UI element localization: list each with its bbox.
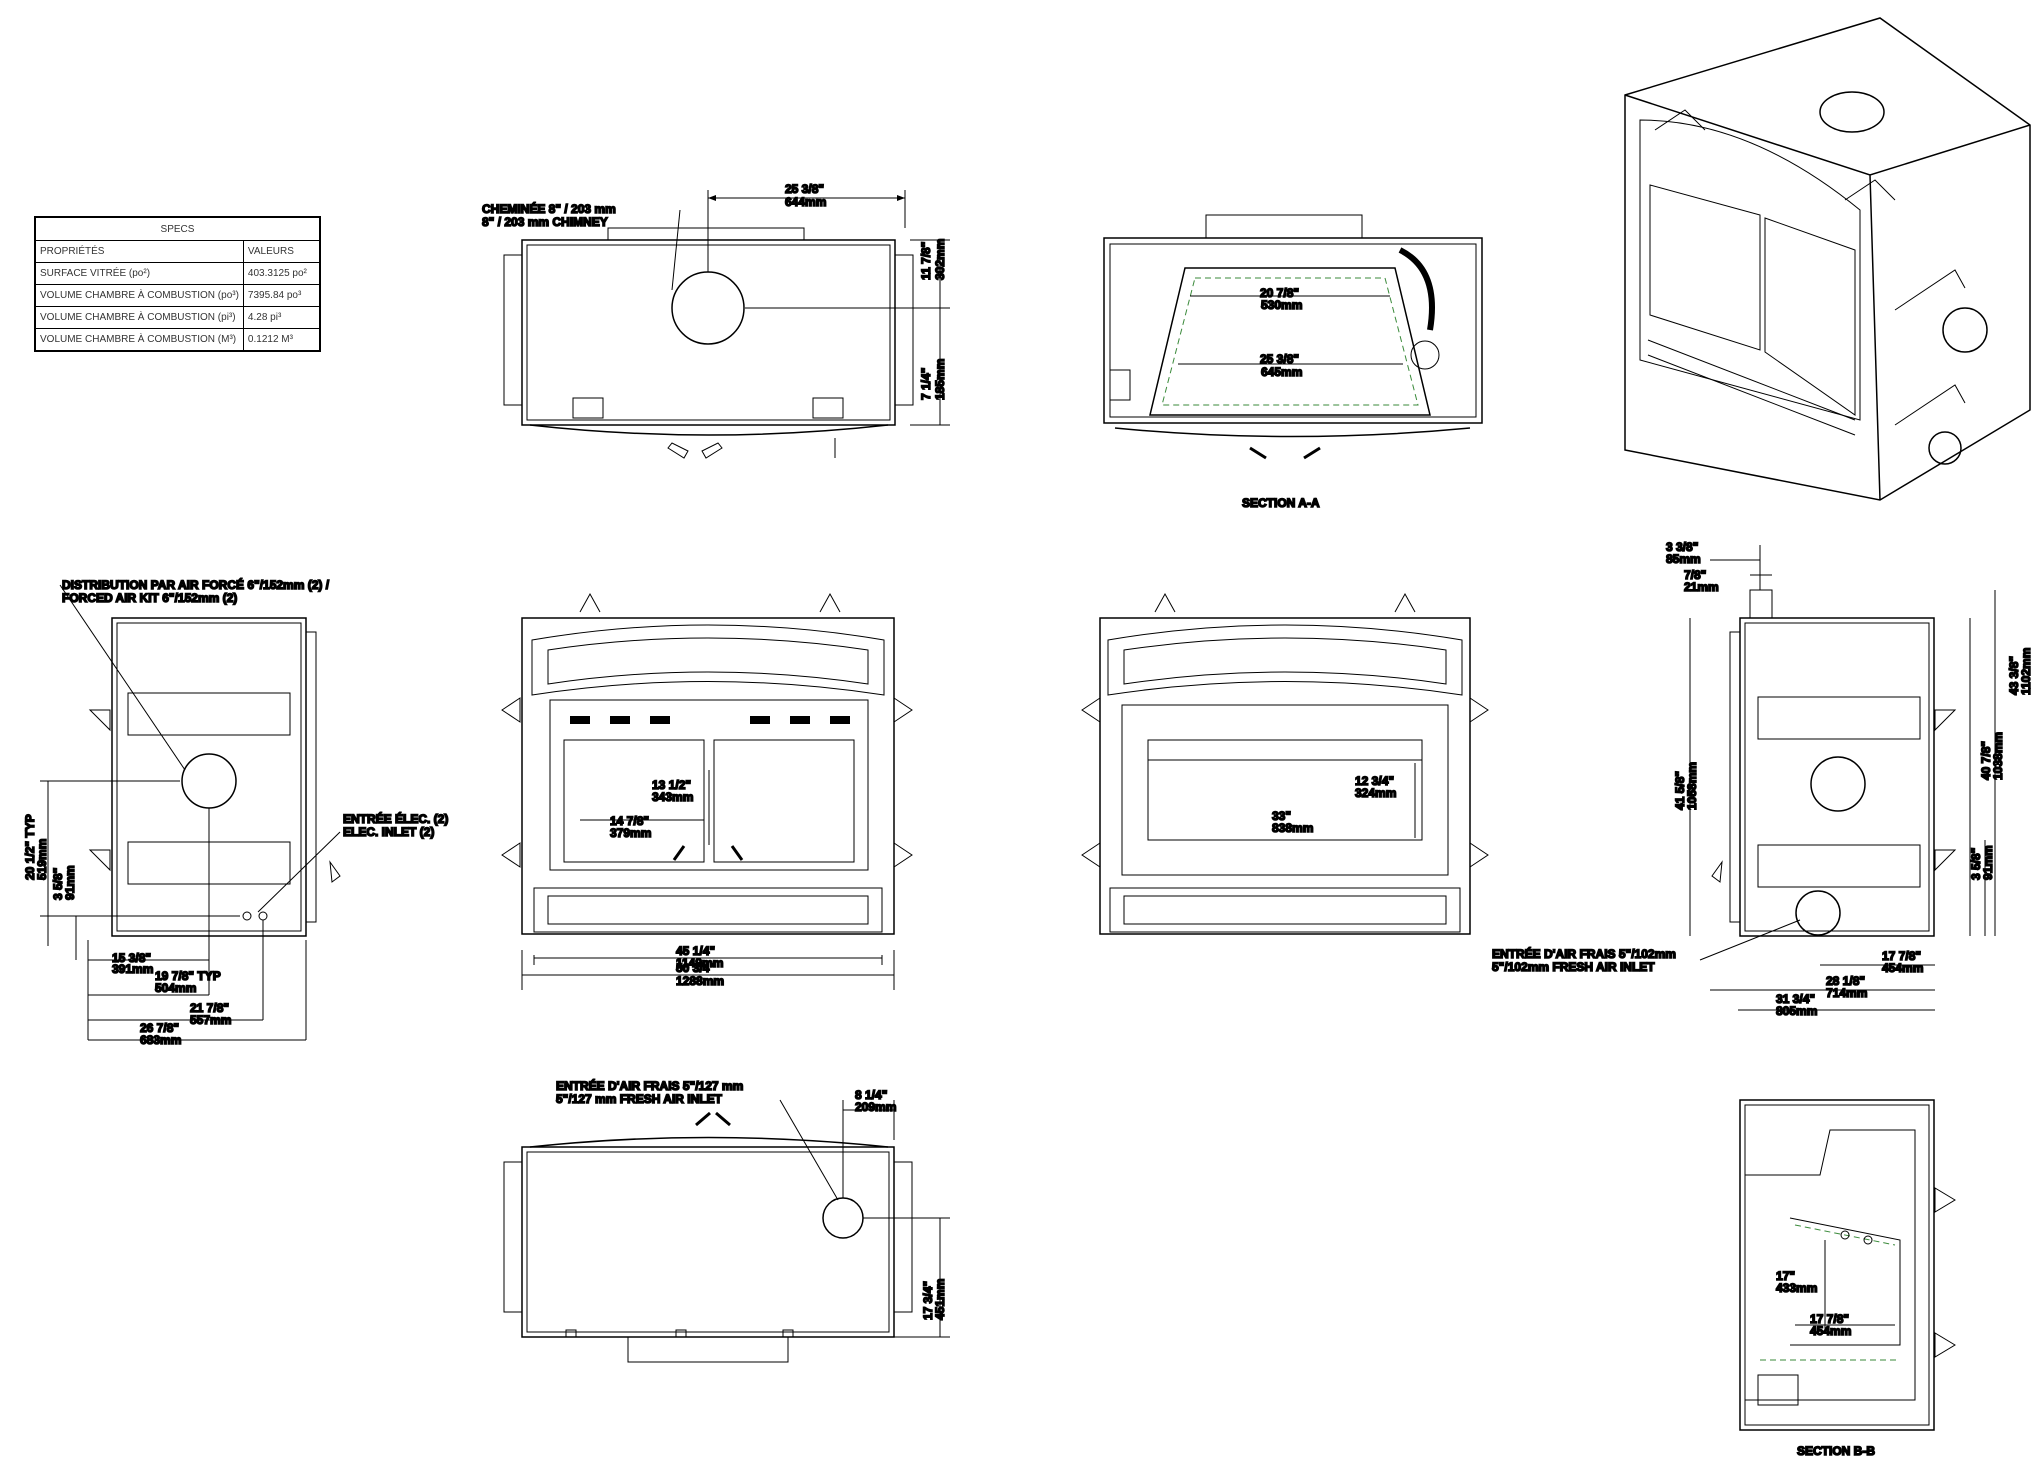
top-chimney-label-fr: CHEMINÉE 8" / 203 mm xyxy=(482,201,616,216)
spec-value: 4.28 pi³ xyxy=(242,306,321,329)
right-dim-h2-mm: 1038mm xyxy=(1991,732,2005,780)
right-dim-w2-in: 28 1/8" xyxy=(1826,974,1865,988)
top-dim-right1-mm: 302mm xyxy=(933,239,947,280)
front-view xyxy=(501,592,913,990)
top-chimney-label-en: 8" / 203 mm CHIMNEY xyxy=(482,215,608,229)
right-fresh-air-fr: ENTRÉE D'AIR FRAIS 5"/102mm xyxy=(1492,946,1676,961)
section-a-dim-mid-in: 25 3/8" xyxy=(1260,352,1299,366)
front-dim-w2-in: 50 3/4" xyxy=(676,961,715,975)
top-dim-right2-in: 7 1/4" xyxy=(919,368,933,400)
right-dim-h4-in: 3 5/8" xyxy=(1969,848,1983,880)
table-row: VOLUME CHAMBRE À COMBUSTION (pi³) 4.28 p… xyxy=(34,306,321,329)
section-a-view xyxy=(1103,214,1483,460)
left-elec-fr: ENTRÉE ÉLEC. (2) xyxy=(343,811,448,826)
right-dim-w3-in: 31 3/4" xyxy=(1776,992,1815,1006)
right-dim-w2-mm: 714mm xyxy=(1826,986,1867,1000)
bottom-dim-right-mm: 451mm xyxy=(933,1279,947,1320)
left-dim-w4-mm: 683mm xyxy=(140,1033,181,1047)
isometric-view xyxy=(1624,17,2031,501)
section-a-dim-top-in: 20 7/8" xyxy=(1260,286,1299,300)
section-b-dim-h-mm: 433mm xyxy=(1776,1281,1817,1295)
front-dim-glass-h-mm: 343mm xyxy=(652,790,693,804)
spec-value: 0.1212 M³ xyxy=(242,328,321,352)
right-dim-w3-mm: 805mm xyxy=(1776,1004,1817,1018)
spec-property: VOLUME CHAMBRE À COMBUSTION (pi³) xyxy=(34,306,244,329)
right-dim-h2-in: 40 7/8" xyxy=(1979,741,1993,780)
top-view xyxy=(503,190,950,459)
right-dim-w1-mm: 454mm xyxy=(1882,961,1923,975)
right-dim-w1-in: 17 7/8" xyxy=(1882,949,1921,963)
section-a-dim-mid-mm: 645mm xyxy=(1261,365,1302,379)
right-side-view xyxy=(1689,545,1996,1011)
left-dim-h1-in: 20 1/2" TYP xyxy=(23,814,37,880)
front-open-view xyxy=(1081,592,1489,935)
right-dim-h3-mm: 1102mm xyxy=(2019,648,2033,695)
section-b-dim-w-mm: 454mm xyxy=(1810,1324,1851,1338)
section-b-dim-h-in: 17" xyxy=(1776,1269,1795,1283)
bottom-fresh-air-en: 5"/127 mm FRESH AIR INLET xyxy=(556,1092,723,1106)
front-dim-w2-mm: 1288mm xyxy=(676,974,724,988)
right-dim-h4-mm: 91mm xyxy=(1981,845,1995,880)
left-dim-w1-mm: 391mm xyxy=(112,962,153,976)
left-elec-en: ELEC. INLET (2) xyxy=(343,825,434,839)
table-row: VOLUME CHAMBRE À COMBUSTION (M³) 0.1212 … xyxy=(34,328,321,352)
left-dim-w3-mm: 557mm xyxy=(190,1013,231,1027)
top-dim-right1-in: 11 7/8" xyxy=(919,242,933,280)
right-dim-h1-mm: 1058mm xyxy=(1685,762,1699,810)
front-dim-glass-w-in: 14 7/8" xyxy=(610,814,649,828)
open-dim-w-in: 33" xyxy=(1272,809,1291,823)
bottom-dim-top-mm: 209mm xyxy=(855,1100,896,1114)
left-dim-w2-mm: 504mm xyxy=(155,981,196,995)
front-dim-glass-h-in: 13 1/2" xyxy=(652,778,691,792)
open-dim-h-in: 12 3/4" xyxy=(1355,774,1394,788)
right-dim-top2-in: 7/8" xyxy=(1684,568,1706,582)
right-fresh-air-en: 5"/102mm FRESH AIR INLET xyxy=(1492,960,1655,974)
section-b-view xyxy=(1739,1099,1956,1431)
bottom-dim-right-in: 17 3/4" xyxy=(921,1281,935,1320)
right-dim-h1-in: 41 5/8" xyxy=(1673,771,1687,810)
section-b-title: SECTION B-B xyxy=(1797,1444,1875,1458)
front-dim-w1-mm: 1149mm xyxy=(676,956,723,970)
left-side-view xyxy=(40,584,341,1041)
spec-property: VOLUME CHAMBRE À COMBUSTION (M³) xyxy=(34,328,244,352)
open-dim-w-mm: 838mm xyxy=(1272,821,1313,835)
open-dim-h-mm: 324mm xyxy=(1355,786,1396,800)
left-forced-air-fr: DISTRIBUTION PAR AIR FORCÉ 6"/152mm (2) … xyxy=(62,577,330,592)
bottom-dim-top-in: 8 1/4" xyxy=(855,1088,887,1102)
right-dim-top2-mm: 21mm xyxy=(1684,580,1719,594)
section-a-title: SECTION A-A xyxy=(1242,496,1320,510)
front-dim-w1-in: 45 1/4" xyxy=(676,944,715,958)
left-dim-w4-in: 26 7/8" xyxy=(140,1021,179,1035)
right-dim-top1-in: 3 3/8" xyxy=(1666,540,1698,554)
top-dim-width-mm: 644mm xyxy=(785,195,826,209)
top-dim-right2-mm: 185mm xyxy=(933,359,947,400)
left-dim-h1-mm: 519mm xyxy=(35,839,49,880)
specs-table: SPECS PROPRIÉTÉS VALEURS SURFACE VITRÉE … xyxy=(34,216,321,352)
left-dim-w2-in: 19 7/8" TYP xyxy=(155,969,221,983)
section-b-dim-w-in: 17 7/8" xyxy=(1810,1312,1849,1326)
section-a-dim-top-mm: 530mm xyxy=(1261,298,1302,312)
right-dim-h3-in: 43 3/8" xyxy=(2007,656,2021,695)
bottom-view xyxy=(503,1099,950,1363)
left-forced-air-en: FORCED AIR KIT 6"/152mm (2) xyxy=(62,591,237,605)
left-dim-w1-in: 15 3/8" xyxy=(112,951,151,965)
top-dim-width-in: 25 3/8" xyxy=(785,182,824,196)
left-dim-h2-in: 3 5/8" xyxy=(51,868,65,900)
bottom-fresh-air-fr: ENTRÉE D'AIR FRAIS 5"/127 mm xyxy=(556,1078,743,1093)
left-dim-w3-in: 21 7/8" xyxy=(190,1001,229,1015)
front-dim-glass-w-mm: 379mm xyxy=(610,826,651,840)
left-dim-h2-mm: 91mm xyxy=(63,865,77,900)
right-dim-top1-mm: 85mm xyxy=(1666,552,1701,566)
